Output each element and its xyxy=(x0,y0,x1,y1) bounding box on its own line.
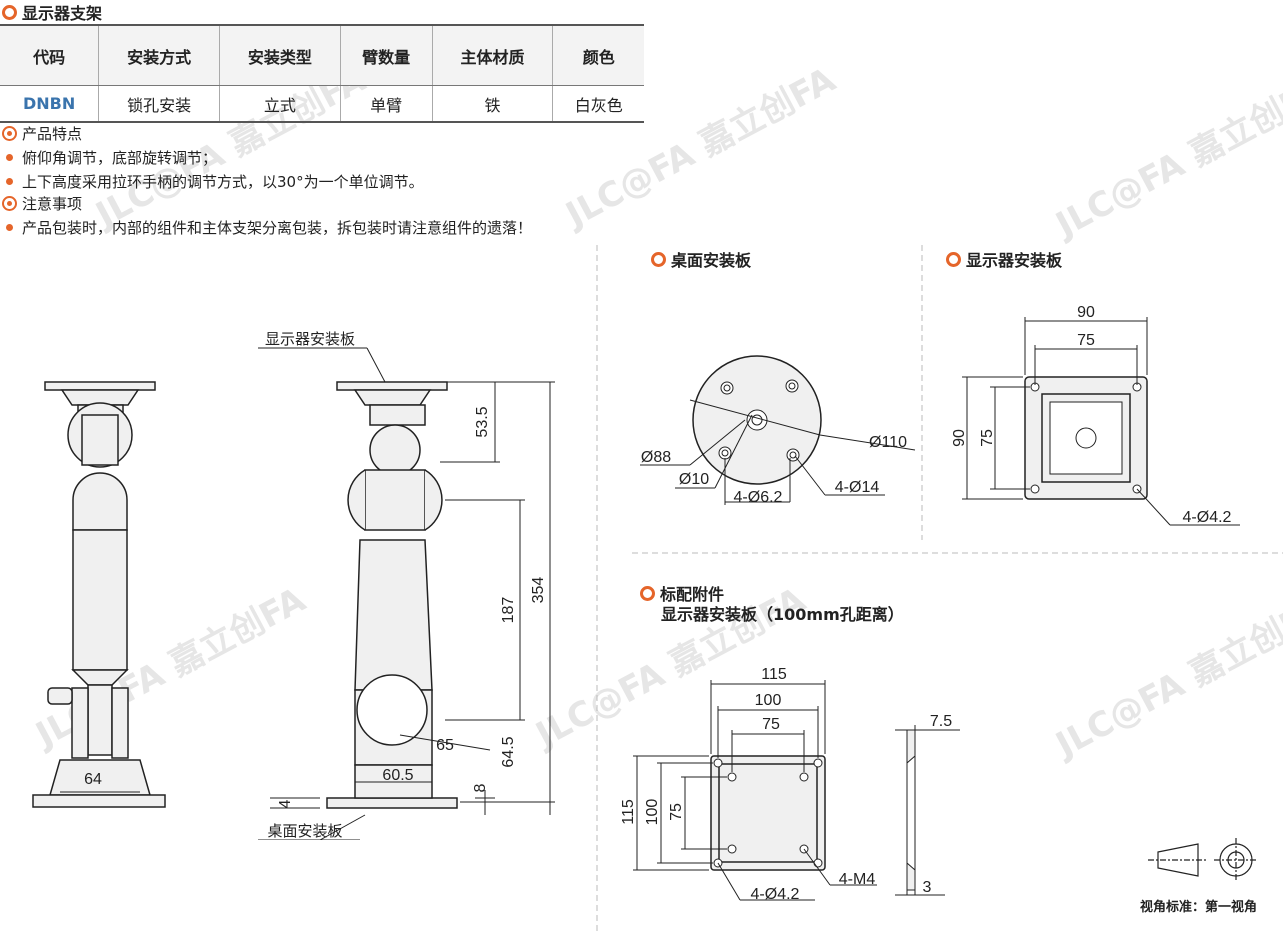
dim-label: 75 xyxy=(762,716,780,733)
col-header: 安装类型 xyxy=(219,24,341,86)
side-view-drawing: 显示器安装板 桌面安装板 53.5 187 354 64.5 65 60.5 8… xyxy=(258,330,555,840)
section-title-notes: 注意事项 xyxy=(2,193,82,214)
dim-label: 100 xyxy=(644,799,661,826)
dim-label: 4-M4 xyxy=(839,871,876,888)
section-title-desk-plate: 桌面安装板 xyxy=(651,247,751,271)
section-title-monitor-plate: 显示器安装板 xyxy=(946,247,1062,271)
dim-label: 53.5 xyxy=(474,406,491,437)
table-cell: 锁孔安装 xyxy=(98,85,220,123)
dim-label: 4 xyxy=(277,799,294,808)
dim-label: 60.5 xyxy=(382,767,413,784)
table-cell: 白灰色 xyxy=(552,85,644,123)
accessory-title: 标配附件 xyxy=(660,585,725,604)
dim-label: 64 xyxy=(84,771,102,788)
list-item-text: 上下高度采用拉环手柄的调节方式，以30°为一个单位调节。 xyxy=(22,173,424,191)
dim-label: 3 xyxy=(923,879,932,896)
dim-label: 90 xyxy=(1077,304,1095,321)
dim-label: 7.5 xyxy=(930,713,952,730)
accessory-subtitle: 显示器安装板（100mm孔距离） xyxy=(661,605,904,624)
dim-label: 75 xyxy=(668,803,685,821)
bullet-icon xyxy=(6,154,13,161)
notes-title: 注意事项 xyxy=(22,195,83,213)
dim-label: 100 xyxy=(755,692,782,709)
dim-label: 90 xyxy=(951,429,968,447)
bullet-icon xyxy=(6,178,13,185)
target-icon xyxy=(2,126,17,141)
dim-label: 354 xyxy=(530,577,547,604)
projection-label: 视角标准：第一视角 xyxy=(1140,900,1258,915)
front-view-drawing: 64 xyxy=(32,381,166,808)
dim-label: 4-Ø14 xyxy=(835,479,880,496)
dim-label: 4-Ø4.2 xyxy=(751,886,800,903)
label-desk-plate: 桌面安装板 xyxy=(267,822,342,840)
monitor-plate-title: 显示器安装板 xyxy=(966,251,1063,270)
col-header: 主体材质 xyxy=(432,24,554,86)
bullet-icon xyxy=(6,224,13,231)
circle-icon xyxy=(2,4,17,20)
dim-label: 8 xyxy=(472,783,489,792)
monitor-plate-drawing: 90 75 90 75 4-Ø4.2 xyxy=(951,304,1240,526)
list-item: 上下高度采用拉环手柄的调节方式，以30°为一个单位调节。 xyxy=(6,171,424,192)
table-row: DNBN 锁孔安装 立式 单臂 铁 白灰色 xyxy=(0,85,644,123)
list-item-text: 产品包装时，内部的组件和主体支架分离包装，拆包装时请注意组件的遗落！ xyxy=(22,219,533,237)
accessory-drawing: 115 100 75 115 100 75 4-Ø4.2 4-M4 7.5 3 xyxy=(620,666,960,903)
table-cell: 铁 xyxy=(432,85,554,123)
target-icon xyxy=(2,196,17,211)
table-cell-code: DNBN xyxy=(0,85,100,123)
dim-label: 75 xyxy=(1077,332,1095,349)
dim-label: 4-Ø4.2 xyxy=(1183,509,1232,526)
dim-label: 65 xyxy=(436,737,454,754)
desk-plate-drawing: Ø110 Ø88 Ø10 4-Ø14 4-Ø6.2 xyxy=(640,355,916,506)
features-title: 产品特点 xyxy=(22,125,83,143)
dim-label: 64.5 xyxy=(500,736,517,767)
circle-icon xyxy=(640,585,655,601)
list-item: 俯仰角调节，底部旋转调节； xyxy=(6,147,217,168)
col-header: 安装方式 xyxy=(98,24,220,86)
projection-symbol-icon xyxy=(1148,838,1258,882)
spec-table: 代码 安装方式 安装类型 臂数量 主体材质 颜色 DNBN 锁孔安装 立式 单臂… xyxy=(0,24,644,123)
dim-label: 75 xyxy=(979,429,996,447)
dim-label: 115 xyxy=(761,666,787,683)
table-header-row: 代码 安装方式 安装类型 臂数量 主体材质 颜色 xyxy=(0,24,644,86)
section-title-product: 显示器支架 xyxy=(2,0,102,24)
label-monitor-plate: 显示器安装板 xyxy=(265,330,355,348)
section-title-features: 产品特点 xyxy=(2,123,82,144)
col-header: 代码 xyxy=(0,24,100,86)
circle-icon xyxy=(651,251,666,267)
list-item-text: 俯仰角调节，底部旋转调节； xyxy=(22,149,218,167)
desk-plate-title: 桌面安装板 xyxy=(671,251,752,270)
table-cell: 单臂 xyxy=(340,85,433,123)
table-cell: 立式 xyxy=(219,85,341,123)
dim-label: 187 xyxy=(500,597,517,624)
page-title: 显示器支架 xyxy=(22,4,103,23)
dim-label: Ø10 xyxy=(679,471,709,488)
dim-label: Ø110 xyxy=(869,434,907,451)
col-header: 臂数量 xyxy=(340,24,433,86)
dim-label: 115 xyxy=(620,799,637,825)
list-item: 产品包装时，内部的组件和主体支架分离包装，拆包装时请注意组件的遗落！ xyxy=(6,217,532,238)
col-header: 颜色 xyxy=(552,24,644,86)
section-title-accessory: 标配附件 xyxy=(640,581,724,605)
dim-label: Ø88 xyxy=(641,449,671,466)
circle-icon xyxy=(946,251,961,267)
dim-label: 4-Ø6.2 xyxy=(734,489,783,506)
